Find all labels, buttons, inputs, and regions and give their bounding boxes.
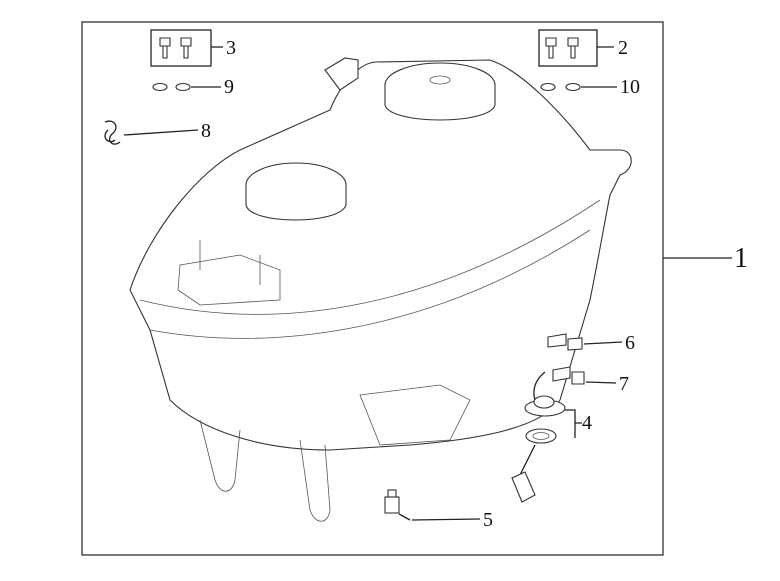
callout-1: 1 bbox=[734, 243, 748, 274]
bolt-set-3[interactable] bbox=[150, 29, 223, 67]
callout-5: 5 bbox=[483, 509, 493, 531]
callout-4: 4 bbox=[582, 412, 592, 434]
bolt-set-2[interactable] bbox=[538, 29, 614, 67]
callout-9: 9 bbox=[224, 76, 234, 98]
pad-7[interactable] bbox=[552, 366, 617, 385]
sensor-5[interactable] bbox=[384, 489, 481, 521]
fuel-tank[interactable] bbox=[129, 57, 632, 522]
fuel-sender-4[interactable] bbox=[511, 371, 582, 503]
callout-7: 7 bbox=[619, 373, 629, 395]
callout-8: 8 bbox=[201, 120, 211, 142]
pad-6[interactable] bbox=[547, 333, 623, 351]
hose-clip-8[interactable] bbox=[104, 120, 199, 145]
callout-6: 6 bbox=[625, 332, 635, 354]
callout-10: 10 bbox=[620, 76, 640, 98]
callout-3: 3 bbox=[226, 37, 236, 59]
diagram-frame bbox=[81, 21, 664, 556]
callout-2: 2 bbox=[618, 37, 628, 59]
washers-10[interactable] bbox=[540, 82, 617, 92]
washers-9[interactable] bbox=[152, 82, 221, 92]
